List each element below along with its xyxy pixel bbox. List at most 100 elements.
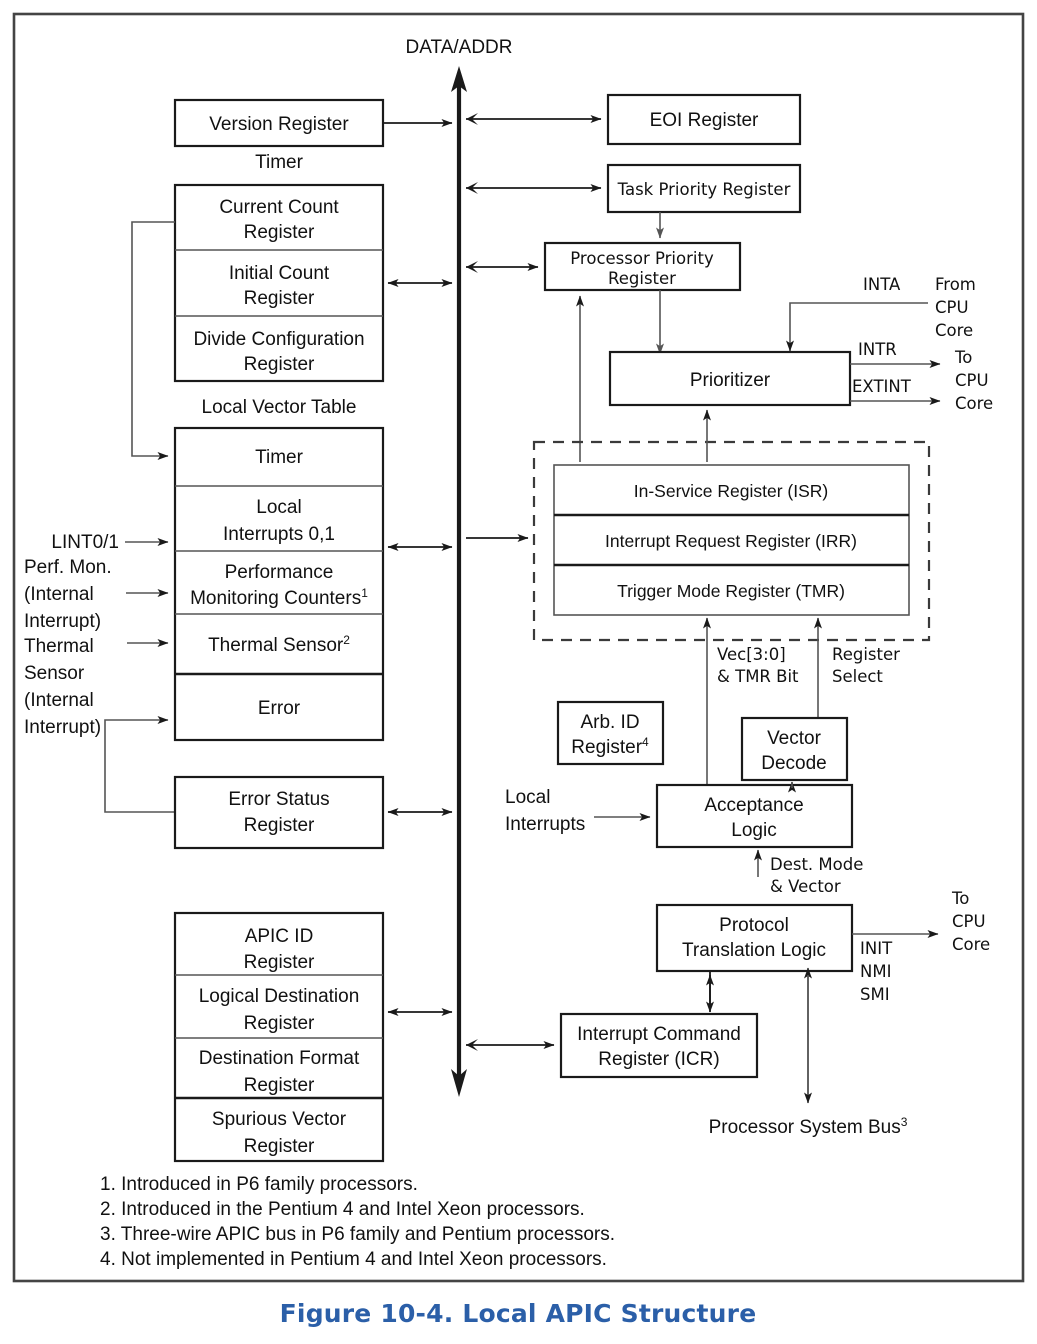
box-error-status-register[interactable] [173, 775, 385, 850]
label-init: INIT [860, 939, 893, 958]
label-initial-count-register-l1: Initial Count [229, 263, 330, 284]
footnote-ref-thermal: 2 [343, 633, 350, 647]
label-arb-id-register-l2: Register [571, 737, 642, 758]
box-eoi-register[interactable] [606, 93, 802, 146]
label-lvt-error: Error [258, 698, 301, 719]
label-from-cpu-core-l3: Core [935, 321, 973, 340]
label-lvt-local-interrupts-l2: Interrupts 0,1 [223, 524, 335, 545]
label-acceptance-logic-l1: Acceptance [704, 795, 803, 816]
label-lvt-perfmon-l1: Performance [225, 562, 334, 583]
box-vector-decode[interactable] [740, 716, 849, 782]
label-to-cpu-core-bottom-l2: CPU [952, 912, 986, 931]
label-trigger-mode-register: Trigger Mode Register (TMR) [617, 581, 845, 601]
label-vec-tmr-l2: & TMR Bit [717, 667, 799, 686]
label-arb-id-register-l1: Arb. ID [580, 712, 639, 733]
label-intr: INTR [858, 340, 897, 359]
label-protocol-translation-logic-l1: Protocol [719, 915, 789, 936]
box-isr-irr-tmr[interactable] [553, 464, 910, 616]
label-destination-format-register-l2: Register [244, 1075, 315, 1096]
label-thermal-l1: Thermal [24, 636, 94, 657]
feedback-error-loop [104, 716, 175, 813]
footnote-1: 1. Introduced in P6 family processors. [100, 1174, 418, 1195]
label-in-service-register: In-Service Register (ISR) [634, 481, 829, 501]
label-to-cpu-core-top-l2: CPU [955, 371, 989, 390]
label-vec-tmr-l1: Vec[3:0] [717, 645, 786, 664]
label-to-cpu-core-bottom-l1: To [951, 889, 969, 908]
svg-text:Thermal Sensor2: Thermal Sensor2 [208, 633, 350, 656]
label-spurious-vector-register-l1: Spurious Vector [212, 1109, 347, 1130]
box-interrupt-command-register[interactable] [559, 1012, 759, 1079]
bus-arrow-down [451, 1069, 467, 1097]
label-logical-destination-register-l1: Logical Destination [199, 986, 360, 1007]
label-eoi-register: EOI Register [650, 110, 759, 131]
box-arb-id-register[interactable] [556, 700, 665, 766]
box-protocol-translation-logic[interactable] [655, 903, 854, 973]
label-divide-config-register-l1: Divide Configuration [193, 329, 364, 350]
arrow-icr-bus-tail [466, 1039, 478, 1051]
label-perf-mon-l1: Perf. Mon. [24, 557, 112, 578]
label-current-count-register-l2: Register [244, 222, 315, 243]
label-extint: EXTINT [852, 377, 912, 396]
label-processor-priority-register-l1: Processor Priority [570, 249, 714, 268]
label-local-interrupts-l1: Local [505, 787, 550, 808]
label-current-count-register-l1: Current Count [219, 197, 339, 218]
bus-arrow-up [451, 66, 467, 92]
label-apic-id-register-l1: APIC ID [245, 926, 314, 947]
label-nmi: NMI [860, 962, 891, 981]
arrow-eoi-bus-tail [466, 113, 478, 125]
label-icr-l1: Interrupt Command [577, 1024, 741, 1045]
label-to-cpu-core-bottom-l3: Core [952, 935, 990, 954]
box-dashed-irr-group [532, 440, 931, 642]
box-version-register[interactable] [173, 98, 385, 148]
box-processor-priority-register[interactable] [543, 241, 742, 292]
figure-caption: Figure 10-4. Local APIC Structure [280, 1299, 757, 1328]
label-thermal-l4: Interrupt) [24, 717, 101, 738]
label-acceptance-logic-l2: Logic [731, 820, 776, 841]
label-to-cpu-core-top-l1: To [954, 348, 972, 367]
footnote-ref-arbid: 4 [642, 735, 649, 749]
label-thermal-l2: Sensor [24, 663, 85, 684]
svg-text:Register4: Register4 [571, 735, 649, 758]
arrow-tpr-bus-tail [466, 182, 478, 194]
label-inta: INTA [863, 275, 901, 294]
label-protocol-translation-logic-l2: Translation Logic [682, 940, 826, 961]
label-divide-config-register-l2: Register [244, 354, 315, 375]
label-perf-mon-l2: (Internal [24, 584, 94, 605]
label-processor-system-bus: Processor System Bus [709, 1117, 901, 1138]
box-prioritizer[interactable] [608, 350, 852, 407]
label-vector-decode-l1: Vector [767, 728, 822, 749]
bus-label: DATA/ADDR [406, 37, 513, 58]
svg-text:Monitoring Counters1: Monitoring Counters1 [190, 586, 368, 609]
label-register-select-l2: Select [832, 667, 883, 686]
footnote-ref-psb: 3 [901, 1115, 908, 1129]
box-local-vector-table[interactable] [173, 426, 385, 742]
label-vector-decode-l2: Decode [761, 753, 827, 774]
box-acceptance-logic[interactable] [655, 783, 854, 849]
label-dest-mode-l1: Dest. Mode [770, 855, 863, 874]
footnote-2: 2. Introduced in the Pentium 4 and Intel… [100, 1199, 585, 1220]
label-spurious-vector-register-l2: Register [244, 1136, 315, 1157]
label-prioritizer: Prioritizer [690, 370, 771, 391]
label-local-interrupts-l2: Interrupts [505, 814, 585, 835]
label-logical-destination-register-l2: Register [244, 1013, 315, 1034]
box-task-priority-register[interactable] [606, 163, 802, 214]
feedback-timer-loop [131, 221, 175, 460]
box-timer-registers[interactable] [173, 183, 385, 383]
label-register-select-l1: Register [832, 645, 900, 664]
box-apic-id-block[interactable] [173, 911, 385, 1163]
label-timer-group: Timer [255, 152, 304, 173]
label-initial-count-register-l2: Register [244, 288, 315, 309]
footnote-4: 4. Not implemented in Pentium 4 and Inte… [100, 1249, 607, 1270]
arrow-ppr-bus-tail [466, 261, 478, 273]
label-lvt-perfmon-l2: Monitoring Counters [190, 588, 361, 609]
figure-border [12, 12, 1025, 1283]
label-task-priority-register: Task Priority Register [617, 180, 791, 199]
footnote-3: 3. Three-wire APIC bus in P6 family and … [100, 1224, 615, 1245]
label-thermal-l3: (Internal [24, 690, 94, 711]
label-interrupt-request-register: Interrupt Request Register (IRR) [605, 531, 857, 551]
label-perf-mon-l3: Interrupt) [24, 611, 101, 632]
label-error-status-register-l2: Register [244, 815, 315, 836]
label-dest-mode-l2: & Vector [770, 877, 841, 896]
label-icr-l2: Register (ICR) [598, 1049, 719, 1070]
